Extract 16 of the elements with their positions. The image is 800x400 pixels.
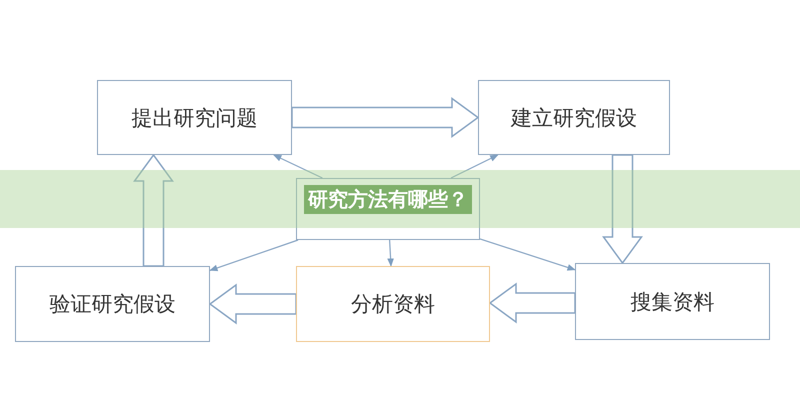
block-arrow bbox=[208, 284, 297, 324]
block-arrow bbox=[488, 282, 576, 324]
process-box: 验证研究假设 bbox=[15, 266, 210, 342]
process-box: 搜集资料 bbox=[575, 263, 770, 340]
process-box: 建立研究假设 bbox=[478, 80, 670, 155]
arrow bbox=[273, 154, 323, 179]
arrow bbox=[209, 239, 298, 272]
arrow bbox=[450, 154, 499, 179]
arrow bbox=[387, 240, 394, 267]
block-arrow bbox=[133, 154, 174, 267]
block-arrow bbox=[291, 97, 480, 138]
process-box: 分析资料 bbox=[296, 266, 490, 342]
arrow bbox=[480, 238, 576, 271]
process-box: 提出研究问题 bbox=[97, 80, 292, 155]
block-arrow bbox=[602, 154, 643, 264]
title-toast: 研究方法有哪些？ bbox=[0, 170, 800, 228]
